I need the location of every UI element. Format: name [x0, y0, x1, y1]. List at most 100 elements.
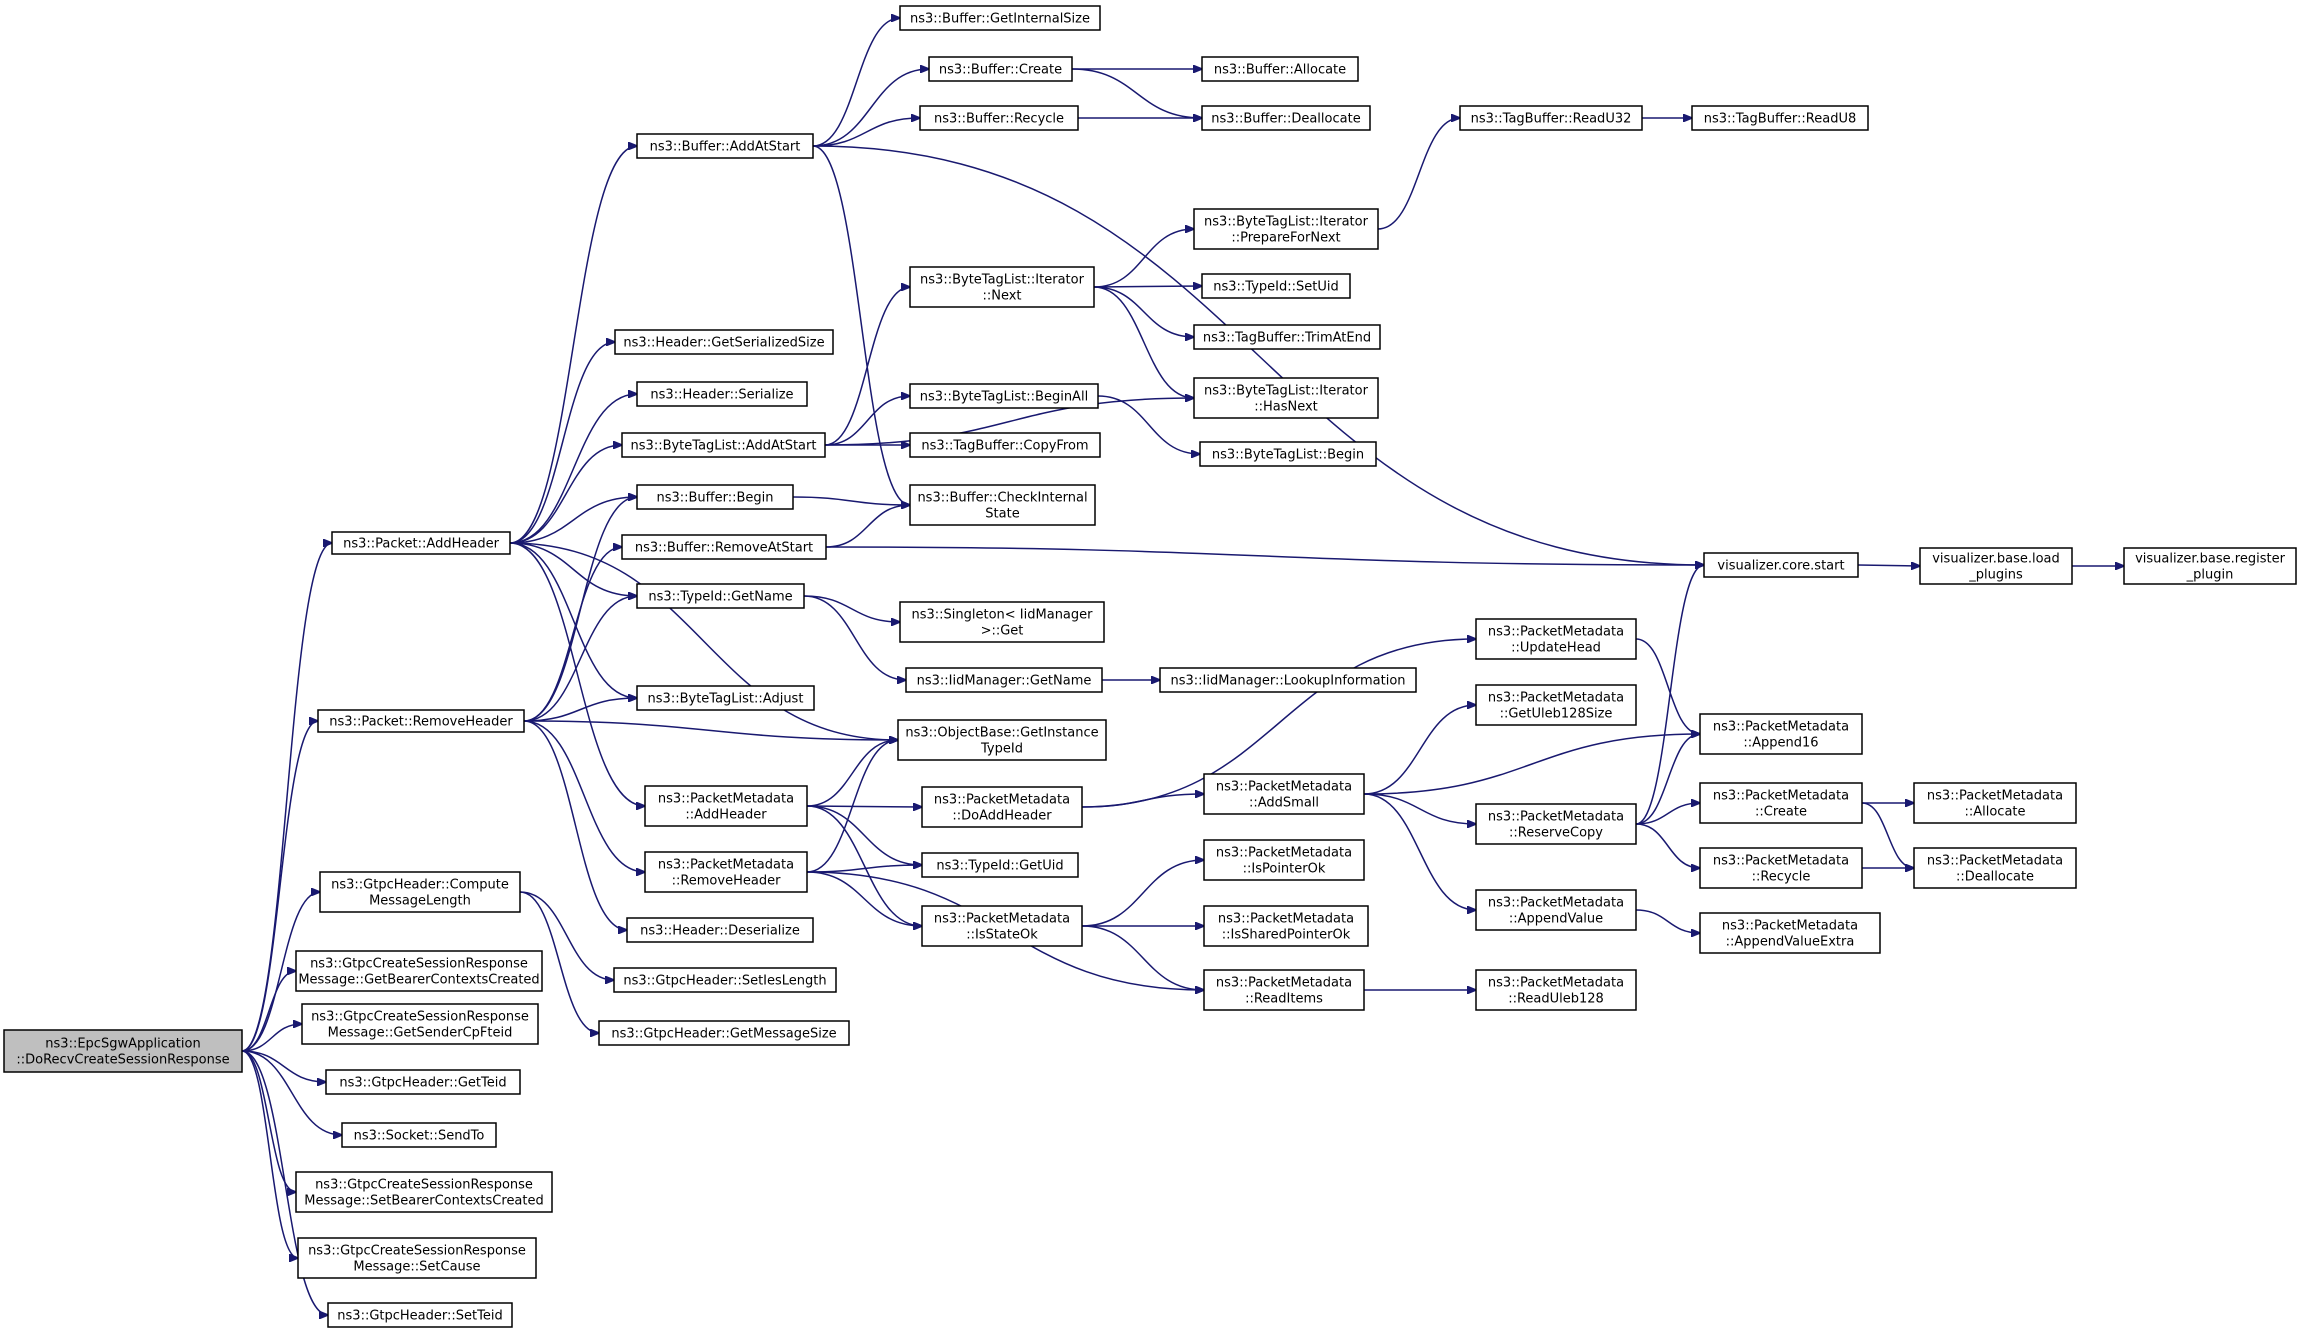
edge-pmAddSmall-to-pmReserveCopy — [1363, 793, 1476, 824]
node-btlBegin[interactable]: ns3::ByteTagList::Begin — [1199, 441, 1377, 467]
node-bufRemoveAtStart[interactable]: ns3::Buffer::RemoveAtStart — [621, 534, 827, 560]
node-getMsgSize[interactable]: ns3::GtpcHeader::GetMessageSize — [598, 1020, 850, 1046]
node-label: ns3::Buffer::CheckInternal — [917, 491, 1087, 506]
node-label: ns3::PacketMetadata — [1488, 810, 1624, 825]
node-bufDeallocate[interactable]: ns3::Buffer::Deallocate — [1201, 105, 1371, 131]
node-label: _plugin — [2186, 568, 2234, 583]
node-pmReadItems[interactable]: ns3::PacketMetadata::ReadItems — [1203, 969, 1365, 1011]
node-pmIsStateOk[interactable]: ns3::PacketMetadata::IsStateOk — [921, 905, 1083, 947]
node-bufRecycle[interactable]: ns3::Buffer::Recycle — [919, 105, 1079, 131]
node-label: ::PrepareForNext — [1231, 231, 1340, 246]
node-btlAdjust[interactable]: ns3::ByteTagList::Adjust — [636, 685, 815, 711]
node-box — [1203, 773, 1365, 815]
node-label: ::RemoveHeader — [672, 874, 782, 889]
node-vizRegisterPlugin[interactable]: visualizer.base.register_plugin — [2123, 547, 2297, 585]
node-tbCopyFrom[interactable]: ns3::TagBuffer::CopyFrom — [909, 432, 1101, 458]
edge-btlBeginAll-to-btlBegin — [1097, 395, 1200, 454]
node-pmAllocate[interactable]: ns3::PacketMetadata::Allocate — [1913, 782, 2077, 824]
node-label: ::Create — [1755, 805, 1807, 820]
edge-addHeader-to-pmAddHeader — [509, 542, 645, 806]
node-pmUpdateHead[interactable]: ns3::PacketMetadata::UpdateHead — [1475, 618, 1637, 660]
edge-vizStart-to-vizLoadPlugins — [1857, 565, 1920, 566]
edge-btlIterNext-to-tbTrimAtEnd — [1093, 286, 1194, 337]
node-bufAllocate[interactable]: ns3::Buffer::Allocate — [1201, 56, 1359, 82]
node-box — [921, 905, 1083, 947]
node-label: Message::SetBearerContextsCreated — [304, 1194, 544, 1209]
node-iidLookup[interactable]: ns3::IidManager::LookupInformation — [1159, 667, 1417, 693]
node-getTeid[interactable]: ns3::GtpcHeader::GetTeid — [325, 1069, 521, 1095]
edge-pmIsStateOk-to-pmReadItems — [1081, 925, 1204, 990]
node-addHeader[interactable]: ns3::Packet::AddHeader — [331, 531, 511, 555]
node-pmReserveCopy[interactable]: ns3::PacketMetadata::ReserveCopy — [1475, 803, 1637, 845]
node-vizLoadPlugins[interactable]: visualizer.base.load_plugins — [1919, 547, 2073, 585]
node-label: ::DoRecvCreateSessionResponse — [16, 1053, 229, 1068]
node-box — [613, 967, 837, 993]
node-tbTrimAtEnd[interactable]: ns3::TagBuffer::TrimAtEnd — [1193, 324, 1381, 350]
node-removeHeader[interactable]: ns3::Packet::RemoveHeader — [317, 709, 525, 733]
node-pmRemoveHeader[interactable]: ns3::PacketMetadata::RemoveHeader — [644, 851, 808, 893]
node-pmCreate[interactable]: ns3::PacketMetadata::Create — [1699, 782, 1863, 824]
node-root[interactable]: ns3::EpcSgwApplication::DoRecvCreateSess… — [3, 1029, 243, 1073]
node-bufAddAtStart[interactable]: ns3::Buffer::AddAtStart — [636, 133, 814, 159]
node-btlIterNext[interactable]: ns3::ByteTagList::Iterator::Next — [909, 266, 1095, 308]
node-setCause[interactable]: ns3::GtpcCreateSessionResponseMessage::S… — [297, 1237, 537, 1279]
node-label: ns3::TypeId::SetUid — [1213, 280, 1338, 295]
node-typeIdGetName[interactable]: ns3::TypeId::GetName — [636, 583, 805, 609]
edge-root-to-getBearer — [241, 971, 296, 1052]
node-box — [636, 133, 814, 159]
node-box — [921, 852, 1079, 878]
node-pmAppendValue[interactable]: ns3::PacketMetadata::AppendValue — [1475, 889, 1637, 931]
node-vizStart[interactable]: visualizer.core.start — [1703, 552, 1859, 578]
node-hdrDeserialize[interactable]: ns3::Header::Deserialize — [626, 917, 814, 943]
edge-computeLen-to-getMsgSize — [519, 891, 599, 1033]
node-tbReadU8[interactable]: ns3::TagBuffer::ReadU8 — [1691, 105, 1869, 131]
node-label: ns3::PacketMetadata — [1927, 789, 2063, 804]
edge-pmRemoveHeader-to-pmIsStateOk — [806, 871, 922, 926]
node-btlAddAtStart[interactable]: ns3::ByteTagList::AddAtStart — [621, 432, 826, 458]
node-setIesLength[interactable]: ns3::GtpcHeader::SetIesLength — [613, 967, 837, 993]
node-pmGetUleb[interactable]: ns3::PacketMetadata::GetUleb128Size — [1475, 684, 1637, 726]
node-pmDeallocate[interactable]: ns3::PacketMetadata::Deallocate — [1913, 847, 2077, 889]
node-pmIsPointerOk[interactable]: ns3::PacketMetadata::IsPointerOk — [1203, 839, 1365, 881]
edge-addHeader-to-hdrSerSize — [509, 342, 615, 544]
node-singletonGet[interactable]: ns3::Singleton< IidManager>::Get — [899, 601, 1105, 643]
node-getSender[interactable]: ns3::GtpcCreateSessionResponseMessage::G… — [301, 1003, 539, 1045]
node-iidGetName[interactable]: ns3::IidManager::GetName — [905, 667, 1103, 693]
node-typeIdSetUid[interactable]: ns3::TypeId::SetUid — [1201, 273, 1351, 299]
node-pmAddHeader[interactable]: ns3::PacketMetadata::AddHeader — [644, 785, 808, 827]
node-label: ns3::Header::Deserialize — [640, 924, 800, 939]
node-getBearer[interactable]: ns3::GtpcCreateSessionResponseMessage::G… — [295, 950, 543, 992]
node-btlBeginAll[interactable]: ns3::ByteTagList::BeginAll — [909, 383, 1099, 409]
node-pmReadUleb[interactable]: ns3::PacketMetadata::ReadUleb128 — [1475, 969, 1637, 1011]
node-hdrSerialize[interactable]: ns3::Header::Serialize — [636, 381, 808, 407]
edge-bufRemoveAtStart-to-bufCheckState — [825, 505, 910, 548]
node-label: ns3::PacketMetadata — [1488, 896, 1624, 911]
node-sendTo[interactable]: ns3::Socket::SendTo — [341, 1122, 497, 1148]
node-pmDoAddHeader[interactable]: ns3::PacketMetadata::DoAddHeader — [921, 786, 1083, 828]
node-btlIterHasNext[interactable]: ns3::ByteTagList::Iterator::HasNext — [1193, 377, 1379, 419]
node-btlIterPrepare[interactable]: ns3::ByteTagList::Iterator::PrepareForNe… — [1193, 208, 1379, 250]
node-hdrSerSize[interactable]: ns3::Header::GetSerializedSize — [614, 329, 834, 355]
node-pmAddSmall[interactable]: ns3::PacketMetadata::AddSmall — [1203, 773, 1365, 815]
node-pmAppendValueExtra[interactable]: ns3::PacketMetadata::AppendValueExtra — [1699, 912, 1881, 954]
node-bufGetInternalSize[interactable]: ns3::Buffer::GetInternalSize — [899, 5, 1101, 31]
node-label: ns3::PacketMetadata — [1488, 691, 1624, 706]
node-bufCreate[interactable]: ns3::Buffer::Create — [928, 56, 1073, 82]
edge-pmReserveCopy-to-pmRecycle — [1635, 823, 1700, 868]
edge-root-to-getSender — [241, 1024, 302, 1052]
node-pmAppend16[interactable]: ns3::PacketMetadata::Append16 — [1699, 713, 1863, 755]
node-pmIsSharedPointerOk[interactable]: ns3::PacketMetadata::IsSharedPointerOk — [1203, 905, 1369, 947]
node-pmRecycle[interactable]: ns3::PacketMetadata::Recycle — [1699, 847, 1863, 889]
node-label: MessageLength — [369, 894, 471, 909]
node-tbReadU32[interactable]: ns3::TagBuffer::ReadU32 — [1459, 105, 1643, 131]
node-setTeid[interactable]: ns3::GtpcHeader::SetTeid — [327, 1302, 513, 1328]
node-label: ns3::TagBuffer::CopyFrom — [921, 439, 1088, 454]
node-box — [1703, 552, 1859, 578]
node-typeIdGetUid[interactable]: ns3::TypeId::GetUid — [921, 852, 1079, 878]
node-setBearer[interactable]: ns3::GtpcCreateSessionResponseMessage::S… — [295, 1171, 553, 1213]
node-bufBegin[interactable]: ns3::Buffer::Begin — [636, 484, 794, 510]
node-label: ns3::Buffer::Create — [939, 63, 1062, 78]
